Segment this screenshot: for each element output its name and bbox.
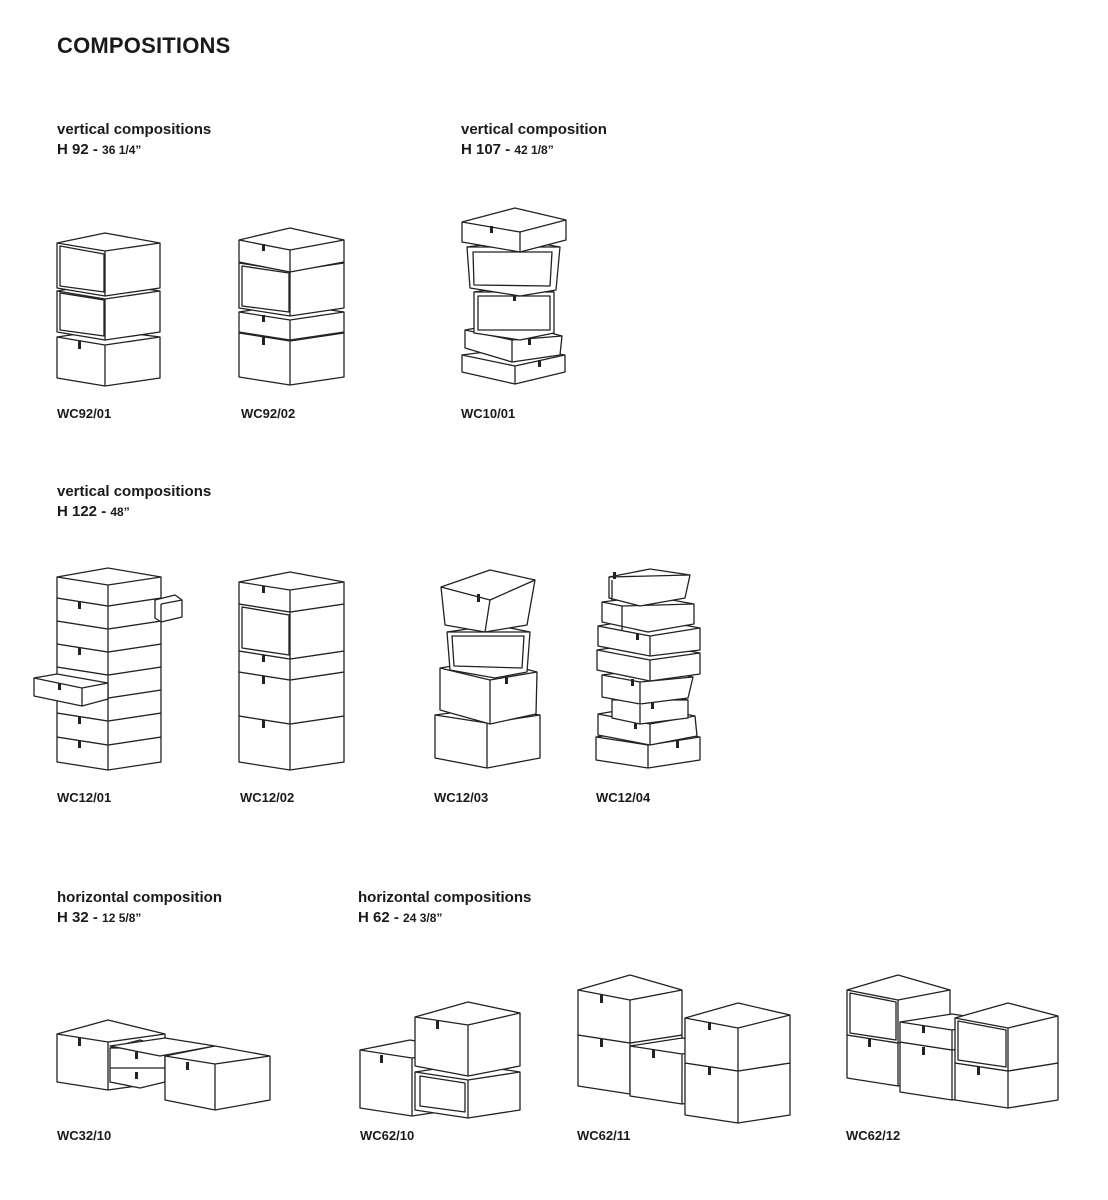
wc92-02-illustration — [238, 227, 345, 386]
wc62-10-illustration — [359, 1001, 521, 1119]
product-code-wc92-02: WC92/02 — [241, 406, 296, 421]
product-code-wc62-10: WC62/10 — [360, 1128, 415, 1143]
section-header-h122: vertical compositions H 122 - 48” — [57, 482, 211, 522]
section-header-h92: vertical compositions H 92 - 36 1/4” — [57, 120, 211, 160]
product-code-wc32-10: WC32/10 — [57, 1128, 112, 1143]
section-height: H 122 - — [57, 503, 111, 520]
wc62-12-illustration — [846, 974, 1059, 1109]
wc12-01-illustration — [33, 567, 183, 771]
product-code-wc12-01: WC12/01 — [57, 790, 112, 805]
section-title: vertical composition — [461, 121, 607, 138]
section-header-h32: horizontal composition H 32 - 12 5/8” — [57, 888, 222, 928]
product-code-wc92-01: WC92/01 — [57, 406, 112, 421]
section-height: H 32 - — [57, 909, 103, 926]
product-code-wc12-04: WC12/04 — [596, 790, 651, 805]
section-height-inches: 36 1/4” — [102, 143, 142, 157]
product-code-wc12-02: WC12/02 — [240, 790, 295, 805]
section-height-inches: 12 5/8” — [102, 911, 142, 925]
section-title: horizontal compositions — [358, 889, 532, 906]
section-height: H 92 - — [57, 141, 103, 158]
product-code-wc62-11: WC62/11 — [577, 1128, 631, 1143]
section-header-h62: horizontal compositions H 62 - 24 3/8” — [358, 888, 531, 928]
wc92-01-illustration — [56, 232, 161, 387]
wc10-01-illustration — [461, 207, 567, 385]
section-title: vertical compositions — [57, 483, 212, 500]
wc12-04-illustration — [595, 568, 701, 769]
section-title: vertical compositions — [57, 121, 212, 138]
section-height-inches: 48” — [110, 505, 130, 519]
wc32-10-illustration — [56, 1019, 271, 1111]
section-header-h107: vertical composition H 107 - 42 1/8” — [461, 120, 607, 160]
section-height: H 62 - — [358, 909, 404, 926]
wc12-02-illustration — [238, 571, 345, 771]
page-title: COMPOSITIONS — [57, 33, 231, 58]
section-height-inches: 42 1/8” — [514, 143, 554, 157]
product-code-wc62-12: WC62/12 — [846, 1128, 901, 1143]
wc62-11-illustration — [577, 974, 791, 1124]
section-height-inches: 24 3/8” — [403, 911, 443, 925]
section-title: horizontal composition — [57, 889, 222, 906]
product-code-wc12-03: WC12/03 — [434, 790, 489, 805]
section-height: H 107 - — [461, 141, 515, 158]
wc12-03-illustration — [434, 569, 541, 769]
product-code-wc10-01: WC10/01 — [461, 406, 516, 421]
